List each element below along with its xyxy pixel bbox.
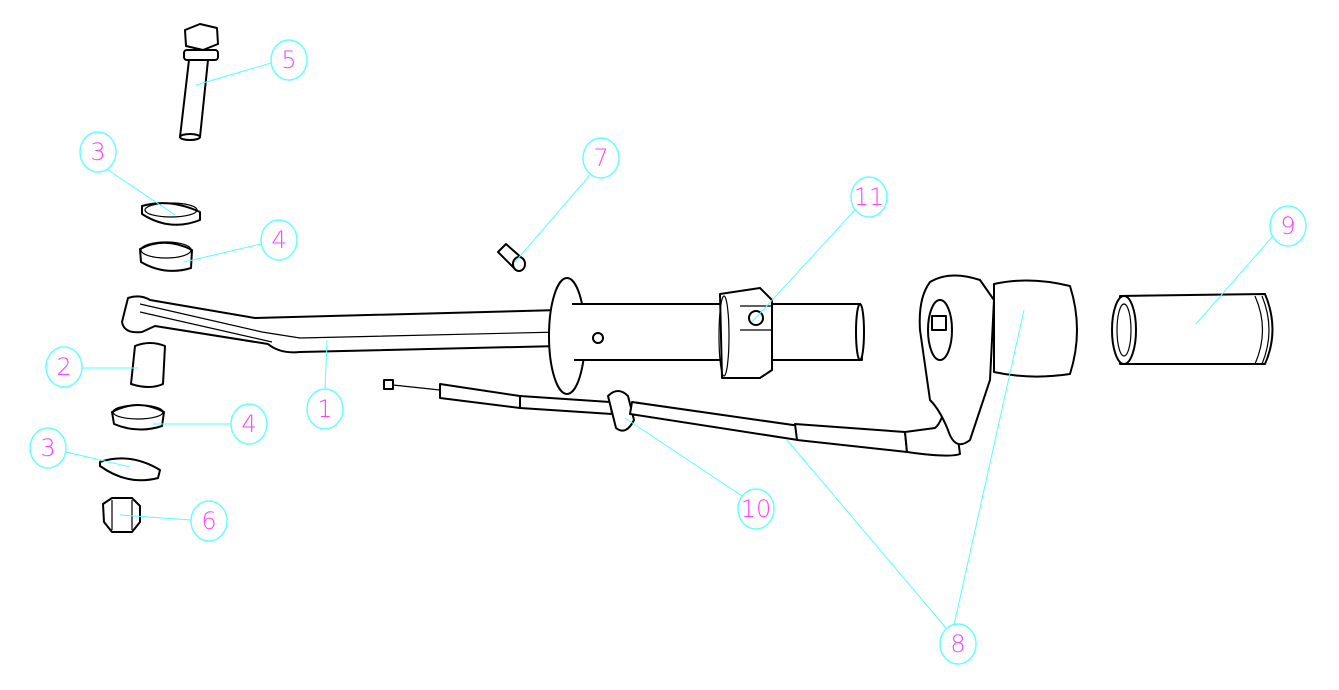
balloon-label: 4 — [241, 410, 256, 438]
balloon-label: 3 — [40, 434, 55, 462]
balloon-6: 6 — [190, 500, 228, 542]
balloon-3-top: 3 — [79, 131, 117, 173]
leader-line-1 — [324, 339, 328, 391]
balloon-label: 8 — [950, 630, 965, 658]
part-4-bushing-top — [139, 241, 193, 272]
part-9-grip — [1111, 293, 1274, 365]
balloon-label: 4 — [271, 226, 286, 254]
leader-line-10 — [624, 417, 743, 497]
part-1-lever — [121, 277, 865, 395]
balloon-4-top: 4 — [260, 219, 298, 261]
balloon-label: 3 — [90, 138, 105, 166]
balloon-label: 11 — [854, 183, 885, 211]
part-7-pin — [497, 243, 526, 272]
balloon-label: 6 — [201, 507, 216, 535]
leader-line-3-bottom — [65, 451, 131, 468]
leader-line-7 — [514, 174, 591, 263]
balloon-4-bottom: 4 — [230, 403, 268, 445]
balloon-10: 10 — [737, 488, 775, 530]
leader-line-3-top — [107, 169, 176, 216]
part-8-throttle-housing — [794, 274, 1078, 457]
balloon-label: 1 — [317, 395, 332, 423]
leader-line-8-cable — [786, 439, 947, 629]
part-10-cable — [383, 379, 801, 441]
leader-line-11 — [751, 209, 856, 323]
balloon-label: 10 — [741, 495, 772, 523]
leader-lines — [65, 62, 1274, 629]
leader-line-4-top — [183, 243, 262, 263]
balloon-label: 2 — [56, 353, 71, 381]
balloon-label: 7 — [593, 144, 608, 172]
part-4-bushing-bottom — [111, 404, 165, 431]
balloon-7: 7 — [582, 137, 620, 179]
balloon-9: 9 — [1269, 205, 1307, 247]
balloon-label: 5 — [281, 46, 296, 74]
part-3-washer-top — [141, 202, 201, 226]
balloon-11: 11 — [850, 176, 888, 218]
leader-line-5 — [195, 62, 272, 86]
balloon-label: 9 — [1280, 212, 1295, 240]
part-11-clamp — [718, 287, 773, 379]
part-5-bolt — [179, 23, 219, 141]
balloon-2: 2 — [45, 346, 83, 388]
part-2-spacer — [130, 342, 166, 388]
balloon-5: 5 — [270, 39, 308, 81]
leader-line-6 — [119, 514, 192, 521]
leader-line-9 — [1195, 235, 1274, 325]
balloon-3-bottom: 3 — [29, 427, 67, 469]
leader-line-8-housing — [953, 309, 1025, 626]
balloon-8: 8 — [939, 623, 977, 665]
balloon-1: 1 — [306, 388, 344, 430]
